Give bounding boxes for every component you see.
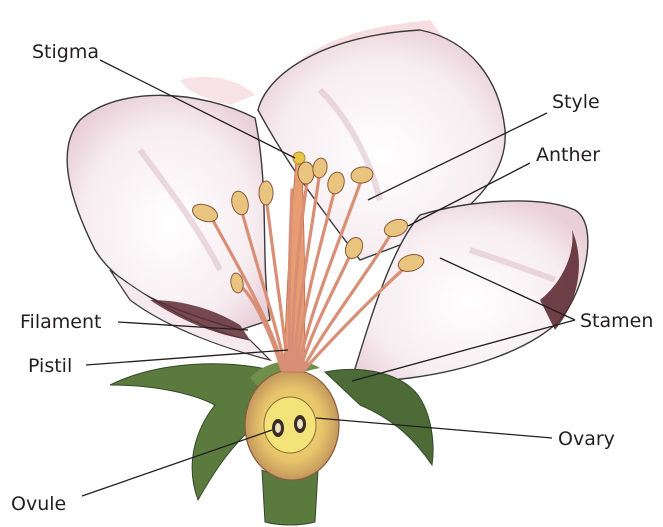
- label-ovary: Ovary: [558, 428, 615, 450]
- label-filament: Filament: [20, 311, 101, 333]
- label-anther: Anther: [536, 144, 600, 166]
- label-ovule: Ovule: [11, 493, 66, 515]
- leader-pistil: [86, 350, 288, 365]
- label-style: Style: [552, 91, 600, 113]
- ovary-chamber: [264, 397, 316, 453]
- sepal-right: [325, 369, 433, 465]
- ovule-right-inner: [297, 419, 303, 429]
- label-stamen: Stamen: [580, 310, 653, 332]
- pistil-style: [284, 160, 305, 372]
- label-pistil: Pistil: [28, 355, 72, 377]
- leader-ovary: [316, 418, 552, 438]
- ovule-left-inner: [275, 423, 281, 433]
- label-stigma: Stigma: [32, 41, 99, 63]
- apple-blossom-illustration: [67, 20, 588, 525]
- leader-ovule: [82, 430, 272, 496]
